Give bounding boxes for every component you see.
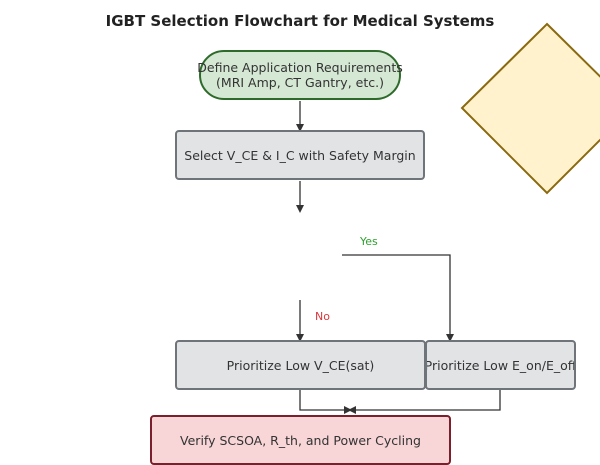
yes-label: Yes — [360, 235, 378, 248]
prioritize-low-eon-eoff-label: Prioritize Low E_on/E_off — [425, 357, 576, 373]
define-requirements-line1: Define Application Requirements — [197, 60, 403, 75]
verify-scsoa-node: Verify SCSOA, R_th, and Power Cycling — [150, 415, 451, 465]
prioritize-low-vce-label: Prioritize Low V_CE(sat) — [226, 357, 375, 373]
arrow-yes-branch — [342, 254, 454, 342]
prioritize-low-vce-node: Prioritize Low V_CE(sat) — [175, 340, 426, 390]
define-requirements-line2: (MRI Amp, CT Gantry, etc.) — [216, 75, 384, 90]
arrow-eon-to-verify — [348, 390, 501, 414]
define-requirements-node: Define Application Requirements (MRI Amp… — [197, 50, 403, 100]
decision-diamond — [460, 22, 600, 195]
select-vce-ic-node: Select V_CE & I_C with Safety Margin — [175, 130, 425, 180]
select-vce-ic-label: Select V_CE & I_C with Safety Margin — [184, 147, 416, 163]
prioritize-low-eon-eoff-node: Prioritize Low E_on/E_off — [425, 340, 576, 390]
diagram-title: IGBT Selection Flowchart for Medical Sys… — [105, 12, 495, 30]
no-label: No — [315, 310, 330, 323]
connector-layer — [296, 22, 600, 414]
verify-scsoa-label: Verify SCSOA, R_th, and Power Cycling — [180, 433, 421, 448]
arrow-vce-to-verify — [299, 390, 352, 414]
